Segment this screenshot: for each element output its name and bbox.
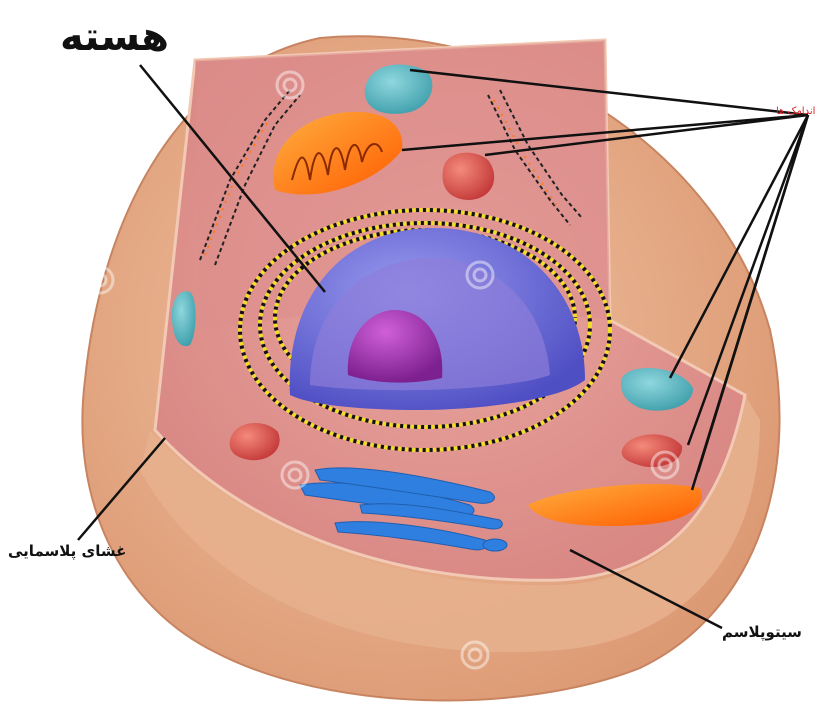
label-organelles: اندامک ها: [776, 106, 815, 117]
label-plasma-membrane: غشای پلاسمایی: [8, 542, 126, 560]
label-cytoplasm: سیتوپلاسم: [722, 623, 802, 641]
lysosome-top: [442, 153, 494, 200]
label-nucleus: هسته: [60, 14, 169, 60]
